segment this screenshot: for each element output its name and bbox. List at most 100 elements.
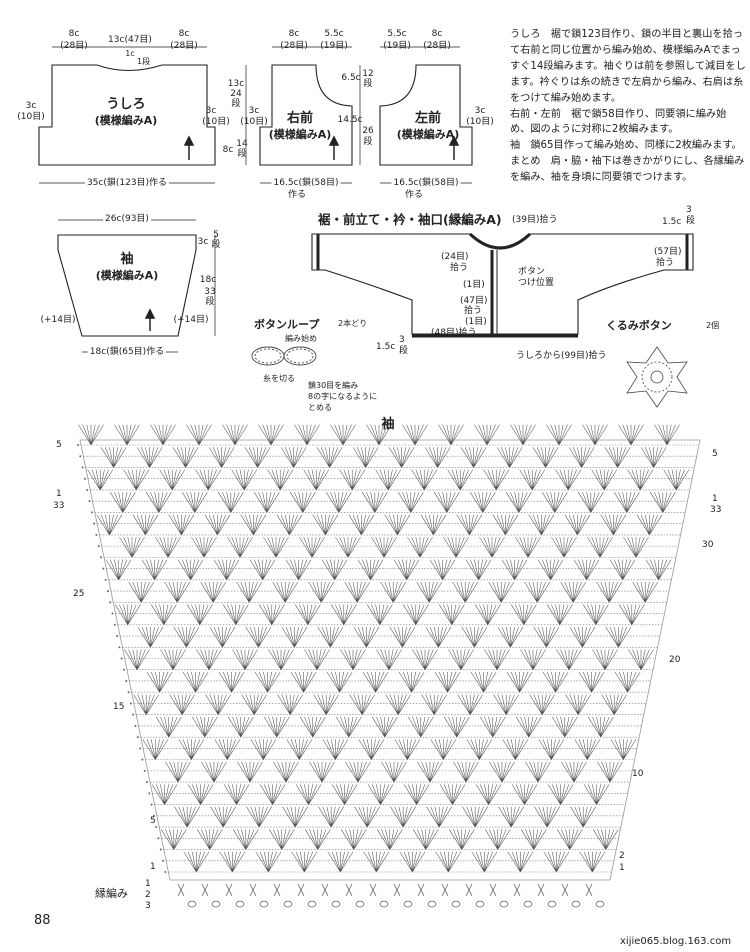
- button-loop-note1: 鎖30目を編み: [308, 381, 359, 390]
- edging-one-b: (1目): [465, 317, 487, 327]
- lf-side-65: 6.5c: [341, 73, 361, 83]
- edging-n47: (47目): [460, 296, 488, 306]
- edging-one-a: (1目): [463, 280, 485, 290]
- rf-bottom2: 作る: [287, 190, 307, 200]
- instruction-fronts: 右前・左前 裾で鎖58目作り、同要領に編み始め、図のように対称に2枚編みます。: [510, 108, 727, 136]
- button-loop-start: 編み始め: [285, 334, 317, 343]
- button-loop-note3: とめる: [308, 403, 332, 412]
- chart-right-row-10: 10: [632, 769, 644, 779]
- edging-bottom-3: 3: [399, 335, 405, 345]
- button-loop-title: ボタンループ: [254, 318, 320, 331]
- sleeve-left-inc: (+14目): [40, 315, 76, 325]
- sleeve-title: 袖: [120, 252, 134, 267]
- rf-top-b-sts: (19目): [320, 41, 348, 51]
- edging-back-pick: うしろから(99目)拾う: [516, 351, 607, 361]
- sleeve-right-33: 33: [204, 287, 216, 297]
- rf-side-3c: 3c: [248, 106, 260, 116]
- back-top-right: 8c: [178, 29, 190, 39]
- rf-top-b: 5.5c: [324, 29, 344, 39]
- chart-left-row-15: 15: [113, 702, 125, 712]
- edging-right-15: 1.5c: [662, 217, 682, 227]
- edging-bottom-15: 1.5c: [376, 342, 396, 352]
- edging-neck-pick: (39目)拾う: [512, 215, 558, 225]
- edging-bottom-dan: 段: [399, 346, 409, 356]
- left-front-outline: [379, 64, 473, 166]
- covered-button-title: くるみボタン: [606, 319, 672, 332]
- back-left-side-sts: (10目): [17, 112, 45, 122]
- sleeve-right-inc: (+14目): [173, 315, 209, 325]
- lf-top-a-sts: (19目): [383, 41, 411, 51]
- rf-side-24: 24: [230, 89, 242, 99]
- rf-side-dan: 段: [231, 99, 241, 109]
- back-neck-rows: 1段: [137, 57, 151, 66]
- chart-right-row-2: 2: [619, 851, 625, 861]
- chart-edge-row-3: 3: [145, 901, 151, 911]
- rf-pattern: (模様編みA): [268, 128, 332, 141]
- edging-left-24: (24目): [441, 252, 469, 262]
- back-piece-outline: [38, 64, 216, 166]
- button-loop-cut: 糸を切る: [263, 374, 295, 383]
- edging-button-pos: ボタン: [518, 267, 546, 277]
- sleeve-pattern: (模様編みA): [95, 269, 159, 282]
- lf-side-dan2: 段: [363, 137, 373, 147]
- rf-side-14: 14: [236, 139, 248, 149]
- lf-top-a: 5.5c: [387, 29, 407, 39]
- lf-bottom: 16.5c(鎖(58目): [391, 178, 461, 188]
- back-title: うしろ: [106, 97, 146, 112]
- lf-side-145: 14.5c: [337, 115, 363, 125]
- lf-pattern: (模様編みA): [396, 128, 460, 141]
- covered-button-count: 2個: [706, 321, 720, 330]
- button-loop-note2: 8の字になるように: [308, 392, 378, 401]
- lf-bottom2: 作る: [404, 190, 424, 200]
- lf-top-b-sts: (28目): [423, 41, 451, 51]
- chart-edge-row-1: 1: [145, 879, 151, 889]
- instruction-text: うしろ 裾で鎖123目作り、鎖の半目と裏山を拾って右前と同じ位置から編み始め、模…: [510, 27, 746, 186]
- chart-left-row-1-top: 1: [56, 489, 62, 499]
- instruction-back: うしろ 裾で鎖123目作り、鎖の半目と裏山を拾って右前と同じ位置から編み始め、模…: [510, 29, 746, 104]
- lf-side-3c: 3c: [474, 106, 486, 116]
- back-neck-1c: 1c: [125, 49, 135, 58]
- edging-right-dan: 段: [686, 216, 696, 226]
- page-number: 88: [34, 913, 51, 928]
- sleeve-outline: [57, 234, 197, 337]
- right-front-outline: [259, 64, 353, 166]
- chart-left-row-1: 1: [150, 862, 156, 872]
- chart-edge-row-2: 2: [145, 890, 151, 900]
- lf-title: 左前: [414, 111, 442, 126]
- sleeve-right-5: 5: [213, 230, 219, 240]
- sleeve-top: 26c(93目): [103, 214, 151, 224]
- chart-right-row-30: 30: [702, 540, 714, 550]
- rf-top-a: 8c: [288, 29, 300, 39]
- edging-n47-pick: 拾う: [464, 306, 483, 316]
- back-left-side: 3c: [25, 101, 37, 111]
- button-loop-count: 2本どり: [338, 319, 368, 328]
- sleeve-bottom: 18c(鎖(65目)作る: [87, 347, 167, 357]
- back-pattern: (模様編みA): [94, 114, 158, 127]
- chart-right-row-1-bottom: 1: [619, 863, 625, 873]
- rf-side-3c-sts: (10目): [240, 117, 268, 127]
- instruction-sleeve: 袖 鎖65目作って編み始め、同様に2枚編みます。: [510, 140, 742, 152]
- chart-left-row-33: 33: [53, 501, 65, 511]
- back-bottom: 35c(鎖(123目)作る: [84, 178, 170, 188]
- edging-title: 裾・前立て・衿・袖口(縁編みA): [318, 212, 502, 227]
- back-top-right-sts: (28目): [170, 41, 198, 51]
- lf-side-3c-sts: (10目): [466, 117, 494, 127]
- chart-right-row-5: 5: [712, 449, 718, 459]
- rf-side-13c: 13c: [227, 79, 245, 89]
- edging-n48: (48目)拾う: [431, 328, 477, 338]
- rf-top-a-sts: (28目): [280, 41, 308, 51]
- lf-top-b: 8c: [431, 29, 443, 39]
- edging-button-pos2: つけ位置: [518, 278, 555, 288]
- rf-title: 右前: [286, 111, 314, 126]
- chart-outline: [79, 439, 701, 881]
- edging-right-57-pick: 拾う: [656, 258, 675, 268]
- back-top-left: 8c: [68, 29, 80, 39]
- chart-left-row-5-top: 5: [56, 440, 62, 450]
- back-right-side-sts: (10目): [202, 117, 230, 127]
- chart-left-row-5: 5: [150, 816, 156, 826]
- edging-right-3: 3: [686, 205, 692, 215]
- sleeve-right-dan2: 段: [205, 297, 215, 307]
- back-top-mid: 13c(47目): [108, 35, 152, 45]
- rf-bottom: 16.5c(鎖(58目): [271, 178, 341, 188]
